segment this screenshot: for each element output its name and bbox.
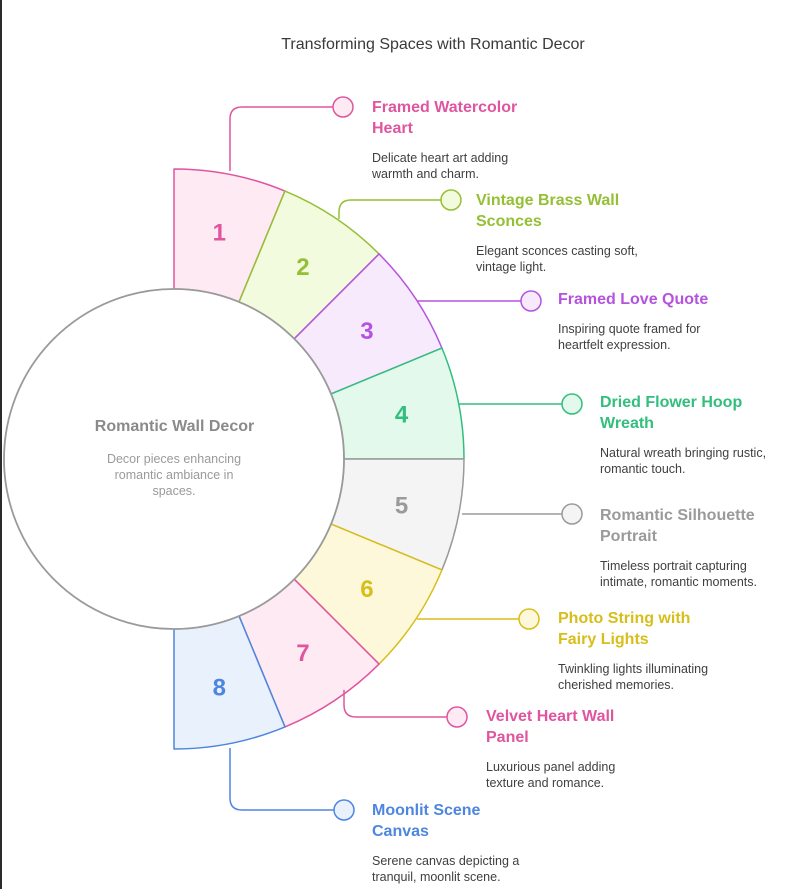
- center-title: Romantic Wall Decor: [94, 418, 255, 435]
- center-description: Decor pieces enhancing romantic ambiance…: [106, 452, 242, 498]
- item-description-line: Inspiring quote framed for: [558, 322, 701, 336]
- item-description-line: tranquil, moonlit scene.: [372, 870, 501, 884]
- item-title-line: Vintage Brass Wall: [476, 192, 620, 209]
- item-title-line: Dried Flower Hoop: [600, 394, 743, 411]
- item-description-line: Timeless portrait capturing: [600, 559, 747, 573]
- item-title-line: Canvas: [372, 823, 429, 840]
- item-description-line: intimate, romantic moments.: [600, 575, 757, 589]
- connector-dot-7: [446, 706, 468, 728]
- segment-number-2: 2: [296, 254, 309, 281]
- item-description-6: Twinkling lights illuminating cherished m…: [558, 661, 758, 693]
- segment-number-4: 4: [395, 402, 409, 429]
- item-title-3: Framed Love Quote: [558, 289, 758, 310]
- segment-number-6: 6: [360, 576, 373, 603]
- item-title-line: Wreath: [600, 415, 654, 432]
- item-title-line: Heart: [372, 120, 413, 137]
- item-description-line: romantic touch.: [600, 462, 686, 476]
- item-description-line: Twinkling lights illuminating: [558, 662, 709, 676]
- segment-number-7: 7: [296, 640, 309, 667]
- segment-number-1: 1: [213, 219, 226, 246]
- item-title-line: Photo String with: [558, 610, 691, 627]
- item-description-line: heartfelt expression.: [558, 338, 671, 352]
- item-title-line: Framed Love Quote: [558, 291, 709, 308]
- connector-dot-5: [561, 503, 583, 525]
- item-title-line: Fairy Lights: [558, 631, 649, 648]
- item-title-line: Framed Watercolor: [372, 99, 518, 116]
- segment-number-5: 5: [395, 492, 408, 519]
- item-description-line: Elegant sconces casting soft,: [476, 244, 638, 258]
- item-description-line: Natural wreath bringing rustic,: [600, 446, 767, 460]
- segment-number-3: 3: [360, 318, 373, 345]
- item-description-line: Serene canvas depicting a: [372, 854, 520, 868]
- item-title-line: Romantic Silhouette: [600, 507, 755, 524]
- item-description-line: Luxurious panel adding: [486, 760, 616, 774]
- connector-dot-3: [520, 290, 542, 312]
- connector-dot-2: [440, 189, 462, 211]
- connector-8: [229, 748, 334, 811]
- item-title-line: Velvet Heart Wall: [486, 708, 615, 725]
- item-description-5: Timeless portrait capturing intimate, rom…: [600, 558, 793, 590]
- item-description-line: cherished memories.: [558, 678, 675, 692]
- connector-dot-4: [561, 393, 583, 415]
- connector-7: [343, 690, 447, 718]
- diagram-title: Transforming Spaces with Romantic Decor: [281, 36, 585, 53]
- item-description-line: texture and romance.: [486, 776, 605, 790]
- item-description-line: vintage light.: [476, 260, 547, 274]
- segment-number-8: 8: [213, 675, 226, 702]
- connector-1: [229, 106, 333, 171]
- item-description-line: Delicate heart art adding: [372, 151, 509, 165]
- item-description-4: Natural wreath bringing rustic, romantic …: [600, 445, 793, 477]
- item-description-line: warmth and charm.: [372, 167, 479, 181]
- item-description-3: Inspiring quote framed for heartfelt expr…: [558, 321, 758, 353]
- item-description-8: Serene canvas depicting a tranquil, moonl…: [372, 853, 572, 885]
- connector-2: [338, 199, 441, 219]
- item-title-line: Portrait: [600, 528, 657, 545]
- item-description-7: Luxurious panel adding texture and romanc…: [486, 759, 686, 791]
- connector-dot-1: [332, 96, 354, 118]
- connector-dot-8: [333, 799, 355, 821]
- item-description-1: Delicate heart art adding warmth and char…: [372, 150, 572, 182]
- item-description-2: Elegant sconces casting soft, vintage lig…: [476, 243, 676, 275]
- connector-dot-6: [518, 608, 540, 630]
- item-title-line: Moonlit Scene: [372, 802, 481, 819]
- center-circle: [3, 288, 345, 630]
- item-title-line: Panel: [486, 729, 529, 746]
- item-title-line: Sconces: [476, 213, 542, 230]
